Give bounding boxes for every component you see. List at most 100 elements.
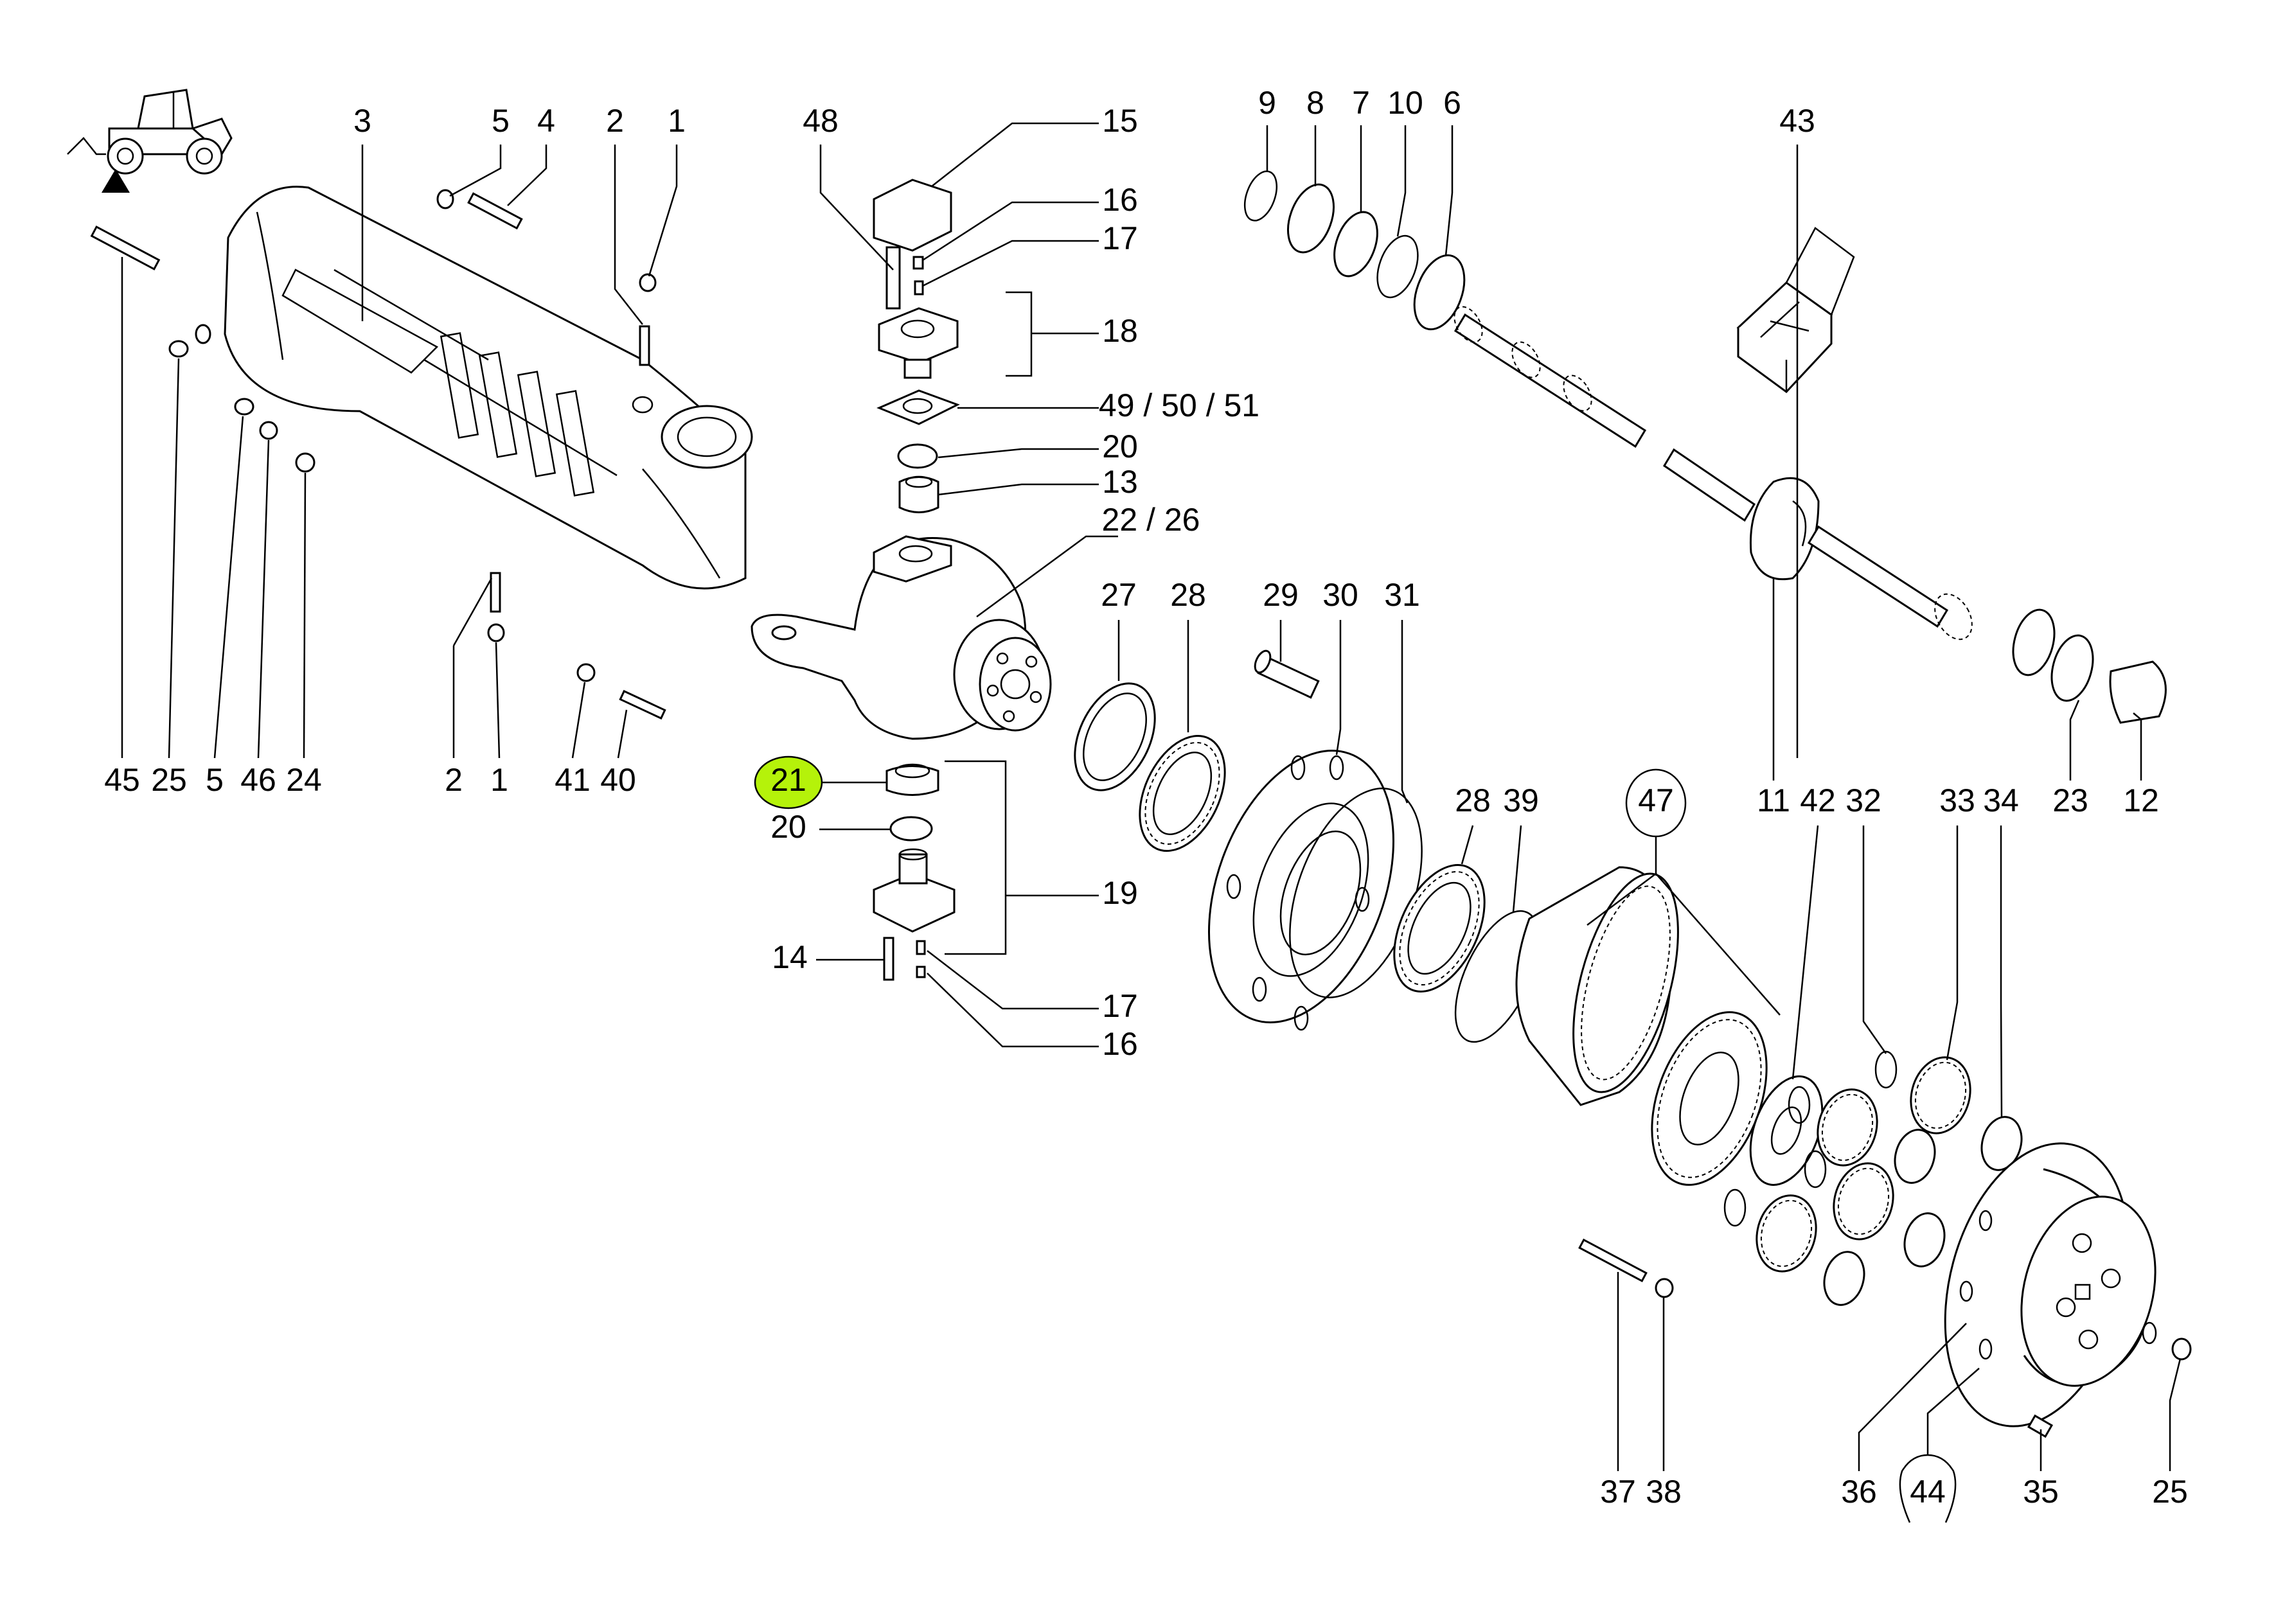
callout-42[interactable]: 42	[1800, 782, 1836, 818]
callout-39[interactable]: 39	[1503, 782, 1539, 818]
callout-41[interactable]: 41	[555, 762, 591, 798]
callout-1[interactable]: 1	[668, 103, 686, 139]
planet-gears[interactable]	[1723, 1050, 2027, 1309]
callout-33[interactable]: 33	[1939, 782, 1975, 818]
callout-25[interactable]: 25	[151, 762, 187, 798]
callout-2-lower[interactable]: 2	[445, 762, 463, 798]
callout-3[interactable]: 3	[353, 103, 371, 139]
king-pin-upper-stack	[873, 179, 960, 513]
cap-15	[873, 179, 952, 252]
oring-10	[1376, 234, 1419, 299]
callout-49-50-51[interactable]: 49 / 50 / 51	[1099, 387, 1259, 423]
callout-30[interactable]: 30	[1322, 577, 1358, 613]
ring-6	[1413, 254, 1466, 331]
callout-23[interactable]: 23	[2052, 782, 2088, 818]
seal-27[interactable]	[1059, 671, 1171, 803]
callout-24[interactable]: 24	[286, 762, 322, 798]
callout-6[interactable]: 6	[1443, 85, 1461, 121]
callout-34[interactable]: 34	[1983, 782, 2019, 818]
callout-25-lower[interactable]: 25	[2152, 1474, 2188, 1510]
callout-36[interactable]: 36	[1841, 1474, 1877, 1510]
callout-47-ring[interactable]: 47	[1625, 768, 1687, 838]
callout-40[interactable]: 40	[600, 762, 636, 798]
callout-19[interactable]: 19	[1102, 875, 1138, 911]
callout-18[interactable]: 18	[1102, 313, 1138, 349]
callout-21-highlighted[interactable]: 21	[754, 755, 823, 809]
highlight-badge	[754, 755, 823, 809]
bearing-28[interactable]	[1123, 722, 1241, 864]
bushing-12	[2109, 660, 2167, 724]
bearing-34	[1980, 1116, 2023, 1171]
callout-1-lower[interactable]: 1	[490, 762, 508, 798]
callout-21[interactable]: 21	[770, 762, 806, 798]
callout-44[interactable]: 44	[1910, 1474, 1946, 1510]
callout-28-outer[interactable]: 28	[1455, 782, 1491, 818]
callout-38[interactable]: 38	[1646, 1474, 1682, 1510]
front-view-arrow-icon	[102, 169, 130, 193]
input-seals-left[interactable]	[1239, 167, 1474, 336]
callout-11[interactable]: 11	[1757, 782, 1790, 818]
axle-housing-part[interactable]	[224, 186, 753, 590]
bearing-21	[885, 765, 939, 796]
callout-13[interactable]: 13	[1102, 464, 1138, 500]
callout-20[interactable]: 20	[1102, 428, 1138, 464]
callout-37[interactable]: 37	[1600, 1474, 1636, 1510]
callout-43[interactable]: 43	[1779, 103, 1815, 139]
callout-7[interactable]: 7	[1352, 85, 1370, 121]
housing-fasteners	[90, 189, 666, 720]
ring-gear-47[interactable]	[1515, 863, 1698, 1106]
callout-28[interactable]: 28	[1170, 577, 1206, 613]
callout-31[interactable]: 31	[1384, 577, 1420, 613]
callout-29[interactable]: 29	[1263, 577, 1299, 613]
grease-nipple-48	[885, 246, 901, 310]
callout-14[interactable]: 14	[772, 939, 808, 975]
plug-24	[295, 452, 316, 473]
circlip-32	[1874, 1050, 1898, 1089]
callout-2[interactable]: 2	[606, 103, 624, 139]
leader-lines	[121, 122, 2182, 1471]
stud-45	[90, 225, 161, 270]
callout-4[interactable]: 4	[537, 103, 555, 139]
input-bearings-right[interactable]	[2007, 605, 2167, 724]
callout-16[interactable]: 16	[1102, 182, 1138, 218]
callout-22-26[interactable]: 22 / 26	[1102, 502, 1200, 538]
callout-45[interactable]: 45	[104, 762, 140, 798]
callout-15[interactable]: 15	[1102, 103, 1138, 139]
wheel-stud-29[interactable]	[1252, 648, 1320, 699]
plug-25	[168, 340, 189, 358]
planetary-housing-44[interactable]	[1916, 1123, 2175, 1447]
callout-9[interactable]: 9	[1258, 85, 1276, 121]
callout-32[interactable]: 32	[1845, 782, 1881, 818]
bearing-8	[1287, 183, 1335, 254]
callout-48[interactable]: 48	[803, 103, 839, 139]
callout-5[interactable]: 5	[492, 103, 510, 139]
callout-8[interactable]: 8	[1306, 85, 1324, 121]
callout-20-lower[interactable]: 20	[770, 809, 806, 845]
steering-knuckle-part[interactable]	[751, 535, 1052, 740]
callout-46[interactable]: 46	[240, 762, 276, 798]
wheel-hub-30[interactable]	[1175, 725, 1428, 1048]
bearing-right-a	[2012, 608, 2056, 676]
callout-35[interactable]: 35	[2023, 1474, 2059, 1510]
cap-16	[912, 256, 924, 270]
oring-20-lower	[889, 816, 933, 842]
axle-shaft-11[interactable]	[1448, 302, 1979, 646]
callout-12[interactable]: 12	[2123, 782, 2159, 818]
shim-49-50-51	[876, 389, 960, 425]
nut-41	[576, 663, 596, 682]
thrust-washer-42[interactable]	[1737, 1066, 1836, 1195]
callout-16-lower[interactable]: 16	[1102, 1026, 1138, 1062]
callout-10[interactable]: 10	[1387, 85, 1423, 121]
washer-5-top	[436, 189, 454, 209]
callout-47[interactable]: 47	[1638, 782, 1674, 818]
bearing-28-outer[interactable]	[1376, 851, 1503, 1005]
stud-2	[639, 325, 650, 366]
callout-27[interactable]: 27	[1101, 577, 1137, 613]
telehandler-icon	[67, 89, 233, 175]
callout-17[interactable]: 17	[1102, 220, 1138, 256]
planet-carrier-gear[interactable]	[1630, 996, 1788, 1201]
small-fasteners-right	[1578, 1238, 2192, 1438]
callout-5-lower[interactable]: 5	[206, 762, 224, 798]
callout-17-lower[interactable]: 17	[1102, 988, 1138, 1024]
callout-44-ring[interactable]: 44	[1899, 1454, 1957, 1523]
